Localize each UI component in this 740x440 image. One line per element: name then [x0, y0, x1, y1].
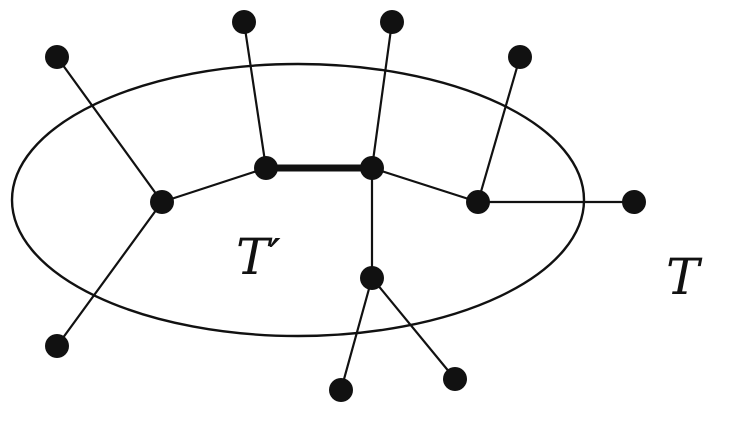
edge: [242, 20, 268, 170]
node: [380, 10, 404, 34]
node: [254, 156, 278, 180]
edge: [160, 166, 268, 204]
node: [150, 190, 174, 214]
nodes: [45, 10, 646, 402]
edge: [370, 20, 394, 170]
node: [232, 10, 256, 34]
node: [45, 45, 69, 69]
node: [466, 190, 490, 214]
node: [360, 266, 384, 290]
node: [45, 334, 69, 358]
outer-tree-label: T: [666, 248, 703, 306]
edge: [339, 276, 374, 392]
edge: [55, 55, 164, 204]
node: [329, 378, 353, 402]
node: [622, 190, 646, 214]
edge: [370, 166, 480, 204]
inner-tree-label: T′: [236, 228, 281, 286]
subtree-region-ellipse: [10, 62, 586, 338]
edge: [55, 200, 164, 348]
node: [508, 45, 532, 69]
edges: [55, 20, 636, 392]
node: [360, 156, 384, 180]
node: [443, 367, 467, 391]
edge: [476, 55, 522, 204]
edge: [370, 276, 457, 381]
